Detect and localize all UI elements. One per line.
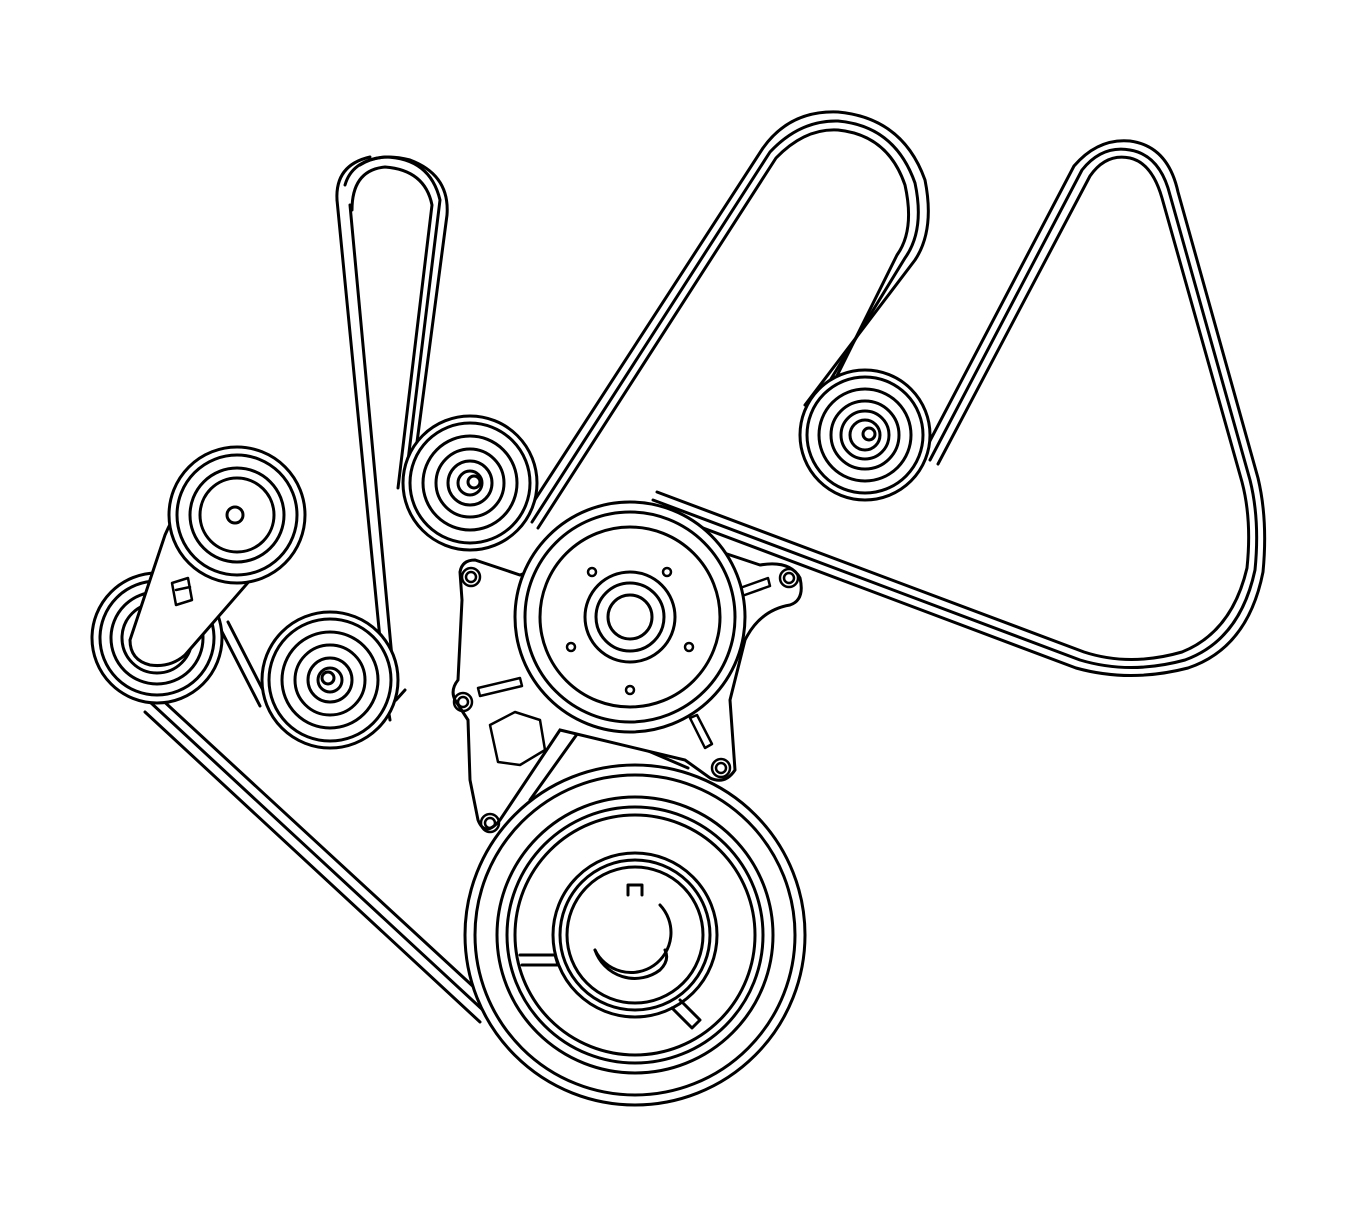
bolt-hole-icon — [683, 641, 695, 653]
bolt-hole-icon — [778, 567, 800, 589]
serpentine-belt — [143, 110, 1267, 1024]
bolt-hole-icon — [565, 641, 577, 653]
bolt-hole-icon — [661, 566, 673, 578]
water-pump-pulley — [513, 500, 747, 734]
left-middle-idler-pulley — [260, 610, 400, 750]
bolt-hole-icon — [460, 566, 482, 588]
center-idler-pulley — [401, 414, 539, 552]
crankshaft-balancer-pulley — [463, 763, 807, 1107]
bolt-hole-icon — [479, 812, 501, 834]
right-idler-pulley — [798, 368, 932, 502]
bolt-hole-icon — [710, 757, 732, 779]
bolt-hole-icon — [452, 691, 474, 713]
tensioner-indicator-icon — [170, 576, 194, 607]
bolt-hole-icon — [586, 566, 598, 578]
bolt-hole-icon — [624, 684, 636, 696]
tensioner-pulley — [167, 445, 307, 585]
